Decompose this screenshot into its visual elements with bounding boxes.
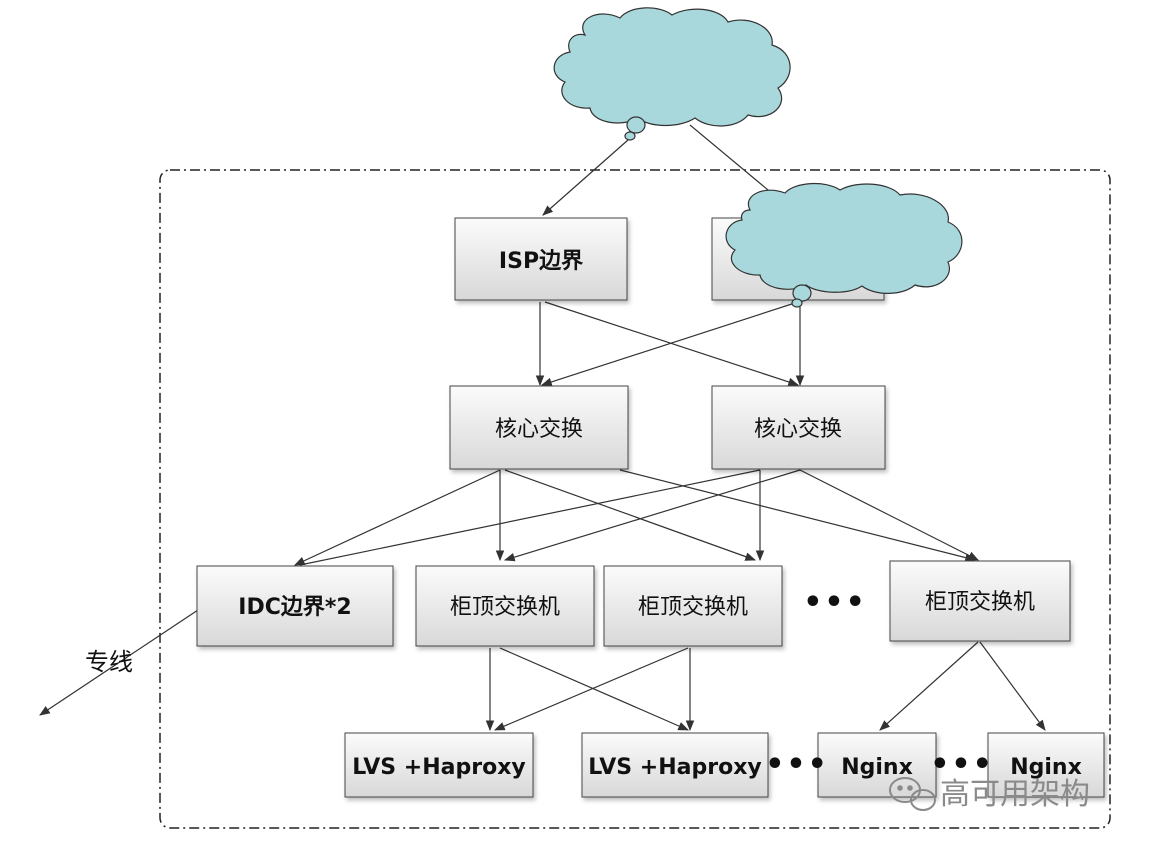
nginx-2-label: Nginx [1010,755,1082,780]
watermark-text: 高可用架构 [940,777,1090,812]
edge-tor2-lvs1 [494,647,689,731]
lvs-haproxy-node-2: LVS +Haproxy [581,732,769,798]
nginx-1-label: Nginx [841,755,913,780]
edge-core2-idc [299,469,761,566]
cloud-icon-2 [725,183,963,308]
edge-tor3-nginx2 [979,641,1046,731]
tor-switch-node-3: 柜顶交换机 [889,560,1071,642]
cloud-icon [553,7,791,141]
core-switch-node-1: 核心交换 [449,385,629,470]
tor-switch-node-2: 柜顶交换机 [603,565,783,647]
edge-cloud-isp1 [542,139,629,216]
ellipsis-nginx: ••• [930,747,994,782]
edge-isp2-core1 [540,301,799,387]
edge-core1-idc [294,469,501,566]
core-switch-1-label: 核心交换 [495,417,583,442]
isp-border-node: ISP边界 [454,217,628,301]
tor-switch-node-1: 柜顶交换机 [415,565,595,647]
watermark: 高可用架构 [889,777,1090,812]
edge-core1-tor3 [619,469,977,562]
tor-switch-2-label: 柜顶交换机 [638,595,748,620]
edge-tor3-nginx1 [879,641,979,731]
wechat-icon [889,777,936,811]
dedicated-line-label: 专线 [85,648,133,676]
lvs-haproxy-1-label: LVS +Haproxy [352,755,525,780]
ellipsis-lvs: ••• [765,747,829,782]
lvs-haproxy-node-1: LVS +Haproxy [344,732,534,798]
tor-switch-1-label: 柜顶交换机 [450,595,560,620]
idc-border-label: IDC边界*2 [238,595,351,620]
edge-core2-tor1 [503,469,801,562]
edge-tor1-lvs2 [499,647,689,731]
edge-core2-tor3 [799,469,979,561]
idc-border-node: IDC边界*2 [196,565,394,647]
lvs-haproxy-2-label: LVS +Haproxy [588,755,761,780]
edge-idc-dedicated [39,609,199,716]
core-switch-node-2: 核心交换 [711,385,886,470]
isp-border-label: ISP边界 [499,249,583,274]
connections [39,124,1046,732]
core-switch-2-label: 核心交换 [754,417,842,442]
tor-switch-3-label: 柜顶交换机 [925,590,1035,615]
nginx-node-2: Nginx [987,732,1105,798]
datacenter-boundary [159,169,1111,829]
ellipsis-tor: ••• [803,585,867,620]
edge-core1-tor2 [504,469,757,561]
nginx-node-1: Nginx [817,732,937,798]
